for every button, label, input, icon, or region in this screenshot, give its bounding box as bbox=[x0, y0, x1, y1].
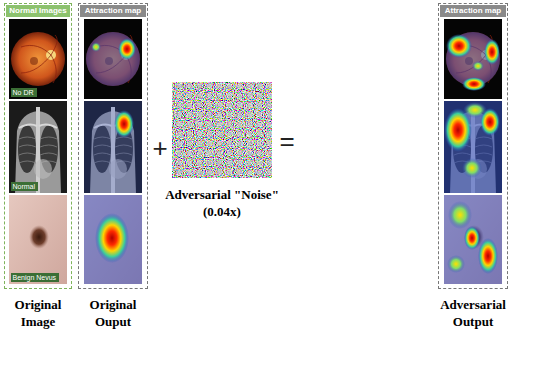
chest-xray bbox=[444, 101, 502, 193]
heatmap-ground bbox=[444, 101, 502, 193]
image-group: Normal Images No DR NormalBenign Nevus bbox=[4, 3, 72, 289]
heatmap-spot bbox=[484, 39, 500, 65]
map-group: Attraction map bbox=[438, 3, 508, 289]
image-tag: No DR bbox=[11, 88, 37, 97]
heatmap-spot bbox=[95, 213, 129, 263]
group-heading: Attraction map bbox=[80, 5, 146, 17]
image-tag: Normal bbox=[11, 182, 38, 191]
heatmap-ground bbox=[444, 195, 502, 284]
column-caption: Adversarial Output bbox=[428, 296, 518, 330]
heatmap-spot bbox=[472, 61, 484, 71]
heatmap-spot bbox=[462, 77, 486, 91]
column-caption: Original Image bbox=[1, 296, 75, 330]
heatmap-spot bbox=[462, 158, 482, 178]
image-tag: Benign Nevus bbox=[11, 273, 59, 282]
group-heading: Normal Images bbox=[6, 5, 70, 17]
heatmap-spot bbox=[91, 42, 101, 52]
heatmap-spot bbox=[114, 110, 134, 138]
heatmap-spot bbox=[447, 255, 465, 273]
retina-photo bbox=[9, 19, 67, 99]
image-label: No DR bbox=[11, 88, 37, 97]
heatmap-ground bbox=[84, 101, 142, 193]
noise-caption: Adversarial "Noise" (0.04x) bbox=[157, 186, 287, 220]
map-group: Attraction map bbox=[78, 3, 148, 289]
skin-photo bbox=[444, 195, 502, 284]
heatmap-spot bbox=[478, 238, 498, 274]
heatmap-spot bbox=[463, 102, 487, 118]
column-caption: Original Ouput bbox=[76, 296, 150, 330]
retina-photo bbox=[84, 19, 142, 99]
noise-pattern bbox=[172, 82, 272, 178]
heatmap-spot bbox=[464, 226, 480, 250]
heatmap-spot bbox=[446, 34, 472, 58]
group-heading: Attraction map bbox=[440, 5, 506, 17]
skin-photo bbox=[9, 195, 67, 284]
heatmap-spot bbox=[118, 38, 136, 60]
chest-xray bbox=[84, 101, 142, 193]
plus-sign: + bbox=[150, 134, 170, 162]
heatmap-ground bbox=[86, 32, 140, 86]
skin-photo bbox=[84, 195, 142, 284]
heatmap-spot bbox=[448, 201, 472, 229]
image-label: Normal bbox=[11, 182, 38, 191]
chest-xray bbox=[9, 101, 67, 193]
retina-photo bbox=[444, 19, 502, 99]
heatmap-ground bbox=[84, 195, 142, 284]
equals-sign: = bbox=[276, 127, 298, 155]
image-label: Benign Nevus bbox=[11, 273, 59, 282]
